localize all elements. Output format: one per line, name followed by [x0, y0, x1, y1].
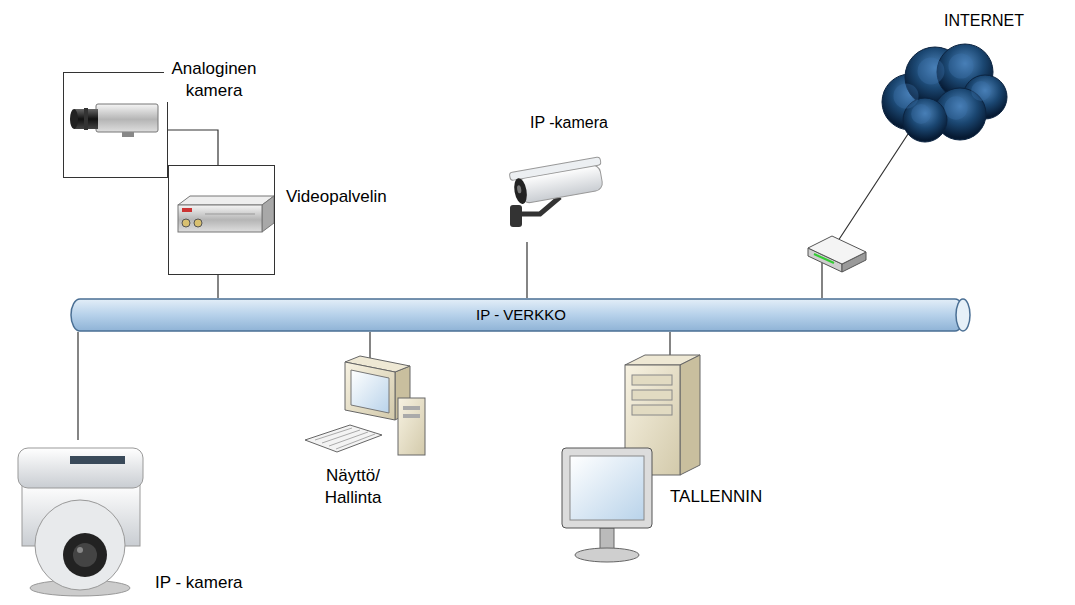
node-label: Analoginen kamera [164, 58, 264, 102]
bullet-camera-picture [509, 157, 605, 227]
network-link [168, 130, 218, 165]
recorder-node: TALLENNIN [555, 358, 805, 568]
cloud-shape [880, 32, 1010, 152]
video-server-picture [178, 196, 274, 232]
camera-box: Analoginen kamera [63, 72, 168, 178]
node-label: INTERNET [944, 10, 1024, 32]
workstation-node: Näyttö/ Hallinta [300, 358, 440, 508]
network-link [77, 332, 78, 440]
network-pipe: IP - VERKKO [70, 298, 972, 332]
network-link [526, 242, 527, 298]
network-link [217, 275, 218, 298]
network-link [369, 332, 370, 358]
node-label: IP -kamera [530, 112, 608, 134]
analog-camera-picture [70, 104, 158, 137]
network-link [822, 134, 908, 298]
workstation-picture [305, 356, 425, 455]
node-label: IP - VERKKO [70, 298, 972, 332]
router-picture [808, 236, 866, 272]
recorder-picture [562, 355, 700, 562]
ptz-camera-node: IP - kamera [8, 440, 288, 600]
network-link [669, 332, 670, 358]
ip-camera-node: IP -kamera [495, 112, 645, 242]
video-server-box: Videopalvelin [168, 165, 275, 275]
ptz-camera-picture [18, 448, 143, 596]
internet-cloud: INTERNET [880, 32, 1010, 152]
node-label: Videopalvelin [286, 186, 387, 208]
node-label: TALLENNIN [670, 486, 762, 508]
node-label: IP - kamera [155, 572, 243, 594]
node-label: Näyttö/ Hallinta [313, 465, 393, 509]
